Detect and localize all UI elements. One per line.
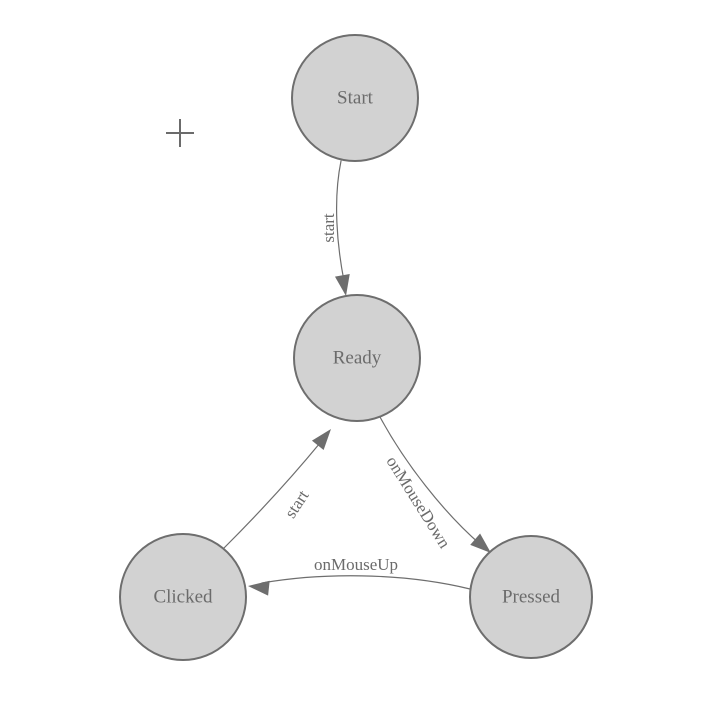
crosshair-icon	[166, 119, 194, 147]
edge-label-ready-to-pressed: onMouseDown	[383, 453, 455, 552]
edge-start-to-ready[interactable]	[334, 160, 353, 297]
node-circle[interactable]	[293, 294, 421, 422]
node-ready[interactable]: Ready	[293, 294, 421, 422]
edge-arrowhead	[334, 274, 350, 296]
node-label: Ready	[333, 347, 382, 368]
node-label: Start	[337, 87, 374, 108]
edge-clicked-to-ready[interactable]	[223, 424, 337, 549]
edge-arrowhead	[248, 580, 270, 596]
edge-label-clicked-to-ready: start	[281, 486, 313, 521]
node-pressed[interactable]: Pressed	[469, 535, 593, 659]
node-start[interactable]: Start	[291, 34, 419, 162]
edge-arrowhead	[470, 533, 491, 553]
node-circle[interactable]	[469, 535, 593, 659]
node-circle[interactable]	[291, 34, 419, 162]
edge-arrowhead	[311, 429, 331, 451]
edge-ready-to-pressed[interactable]	[379, 416, 496, 559]
edge-line	[223, 442, 321, 549]
edge-line	[261, 575, 471, 590]
node-clicked[interactable]: Clicked	[119, 533, 247, 661]
edge-label-start-to-ready: start	[319, 213, 338, 243]
edge-line	[335, 160, 345, 282]
node-label: Pressed	[502, 586, 561, 607]
edges-layer	[223, 160, 496, 596]
node-circle[interactable]	[119, 533, 247, 661]
edge-pressed-to-clicked[interactable]	[247, 575, 471, 596]
node-label: Clicked	[153, 586, 213, 607]
edge-label-pressed-to-clicked: onMouseUp	[314, 555, 398, 574]
edge-line	[379, 416, 482, 546]
